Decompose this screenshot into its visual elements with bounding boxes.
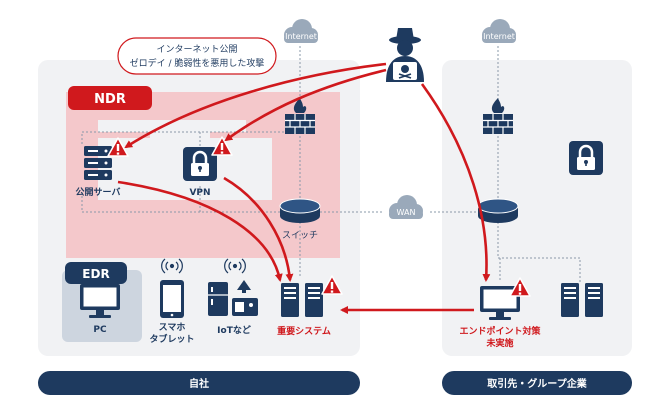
attack-callout: インターネット公開 ゼロデイ / 脆弱性を悪用した攻撃 — [117, 37, 277, 75]
endpoint-label-1: エンドポイント対策 — [459, 325, 541, 337]
internet-right-label: Internet — [483, 32, 515, 41]
attack-arrow-to-partner-endpoint — [420, 83, 491, 282]
callout-line2: ゼロデイ / 脆弱性を悪用した攻撃 — [130, 57, 265, 69]
vpn-lock-icon — [181, 145, 219, 183]
pc-label: PC — [93, 325, 107, 335]
wan-cloud-icon: WAN — [389, 195, 423, 219]
own-company-label: 自社 — [189, 377, 209, 390]
iot-devices-icon — [208, 280, 258, 316]
edr-badge — [65, 262, 127, 284]
ndr-zone-inner-band — [98, 132, 150, 138]
edr-label: EDR — [82, 267, 109, 281]
endpoint-label-2: 未実施 — [485, 337, 513, 349]
partner-switch-icon — [477, 198, 519, 224]
public-server-icon — [84, 146, 112, 180]
vpn-label: VPN — [189, 188, 210, 198]
partner-bar — [442, 371, 632, 395]
attack-paths — [117, 62, 491, 314]
partner-label: 取引先・グループ企業 — [487, 377, 587, 390]
wifi-icon-phone — [161, 258, 183, 274]
internet-cloud-left-icon: Internet — [284, 19, 318, 43]
smartphone-label-1: スマホ — [159, 322, 186, 333]
attack-arrow-to-vpn — [224, 68, 387, 142]
partner-server-b-icon — [585, 283, 603, 317]
lateral-arrow-server-to-critical — [117, 180, 283, 282]
critical-system-server-b-icon — [305, 283, 323, 317]
wan-label: WAN — [397, 208, 416, 217]
lateral-arrow-vpn-to-critical — [223, 176, 294, 282]
iot-label: IoTなど — [217, 324, 251, 336]
attack-arrow-to-public-server — [124, 62, 387, 149]
critical-system-server-a-icon — [281, 283, 299, 317]
switch-label: スイッチ — [282, 230, 318, 241]
ndr-zone — [66, 92, 340, 258]
callout-line1: インターネット公開 — [156, 44, 237, 55]
attacker-icon — [386, 28, 424, 82]
ndr-label: NDR — [94, 92, 126, 107]
internet-left-label: Internet — [285, 32, 317, 41]
public-server-label: 公開サーバ — [76, 187, 121, 198]
wifi-icon-iot — [224, 258, 246, 274]
partner-server-a-icon — [561, 283, 579, 317]
smartphone-label-2: タブレット — [149, 333, 194, 345]
critical-system-label: 重要システム — [277, 325, 331, 337]
ndr-badge — [68, 86, 152, 110]
smartphone-icon — [160, 280, 184, 318]
partner-lock-icon — [567, 139, 605, 177]
switch-icon — [279, 198, 321, 224]
partner-panel — [442, 60, 632, 356]
internet-cloud-right-icon: Internet — [482, 19, 516, 43]
own-company-bar — [38, 371, 360, 395]
